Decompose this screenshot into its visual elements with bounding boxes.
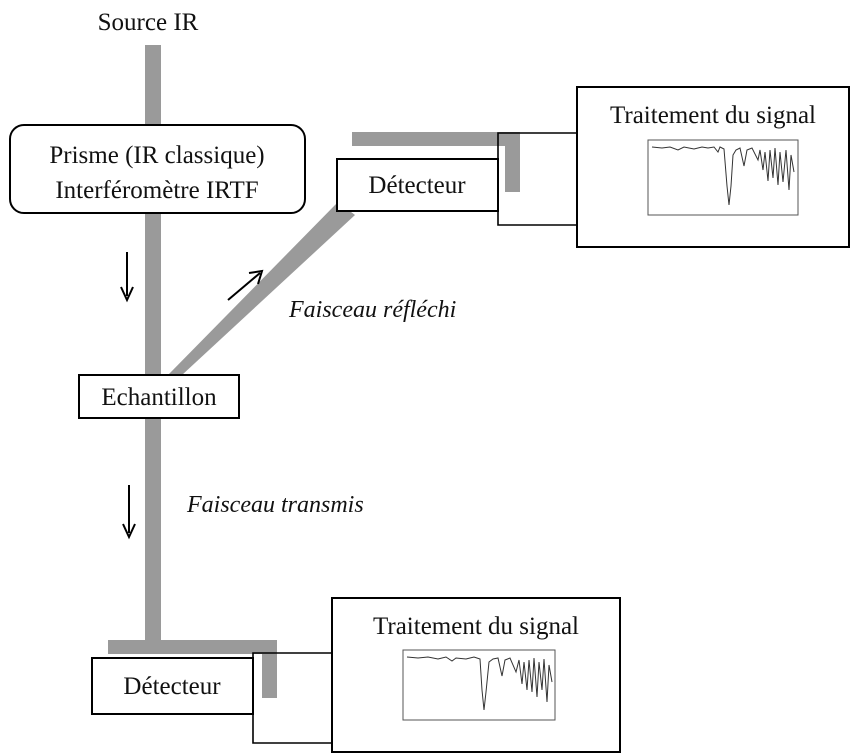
bottom-spectrum-icon: [402, 649, 556, 721]
down-arrow-icon: [120, 252, 134, 303]
top-processing-label: Traitement du signal: [610, 102, 816, 129]
sample-label: Echantillon: [101, 384, 217, 411]
down-arrow-transmitted-icon: [122, 485, 136, 540]
bottom-detector-beam-h: [108, 640, 276, 654]
reflected-beam-label: Faisceau réfléchi: [288, 297, 456, 323]
top-wire-upper: [497, 132, 577, 160]
sample-box: [78, 374, 240, 419]
reflected-beam: [168, 202, 355, 375]
bottom-detector-beam-v: [262, 640, 277, 698]
top-spectrum-icon: [647, 139, 799, 216]
prism-box: [9, 124, 306, 214]
prism-label-line2: Interféromètre IRTF: [55, 177, 258, 204]
top-detector-beam-v: [505, 132, 520, 192]
prism-label-line1: Prisme (IR classique): [49, 142, 264, 169]
top-detector-box: [336, 158, 499, 212]
source-beam: [145, 45, 161, 385]
top-wire-lower: [497, 195, 577, 226]
bottom-wire-lower: [252, 713, 332, 744]
transmitted-beam-label: Faisceau transmis: [186, 492, 364, 518]
top-detector-label: Détecteur: [368, 172, 466, 199]
diagonal-arrow-icon: [227, 269, 264, 301]
bottom-detector-box: [91, 657, 254, 715]
bottom-detector-label: Détecteur: [123, 673, 221, 700]
top-detector-beam-h: [352, 132, 520, 146]
bottom-processing-label: Traitement du signal: [373, 613, 579, 640]
transmitted-beam: [145, 418, 161, 648]
source-label: Source IR: [98, 9, 199, 36]
